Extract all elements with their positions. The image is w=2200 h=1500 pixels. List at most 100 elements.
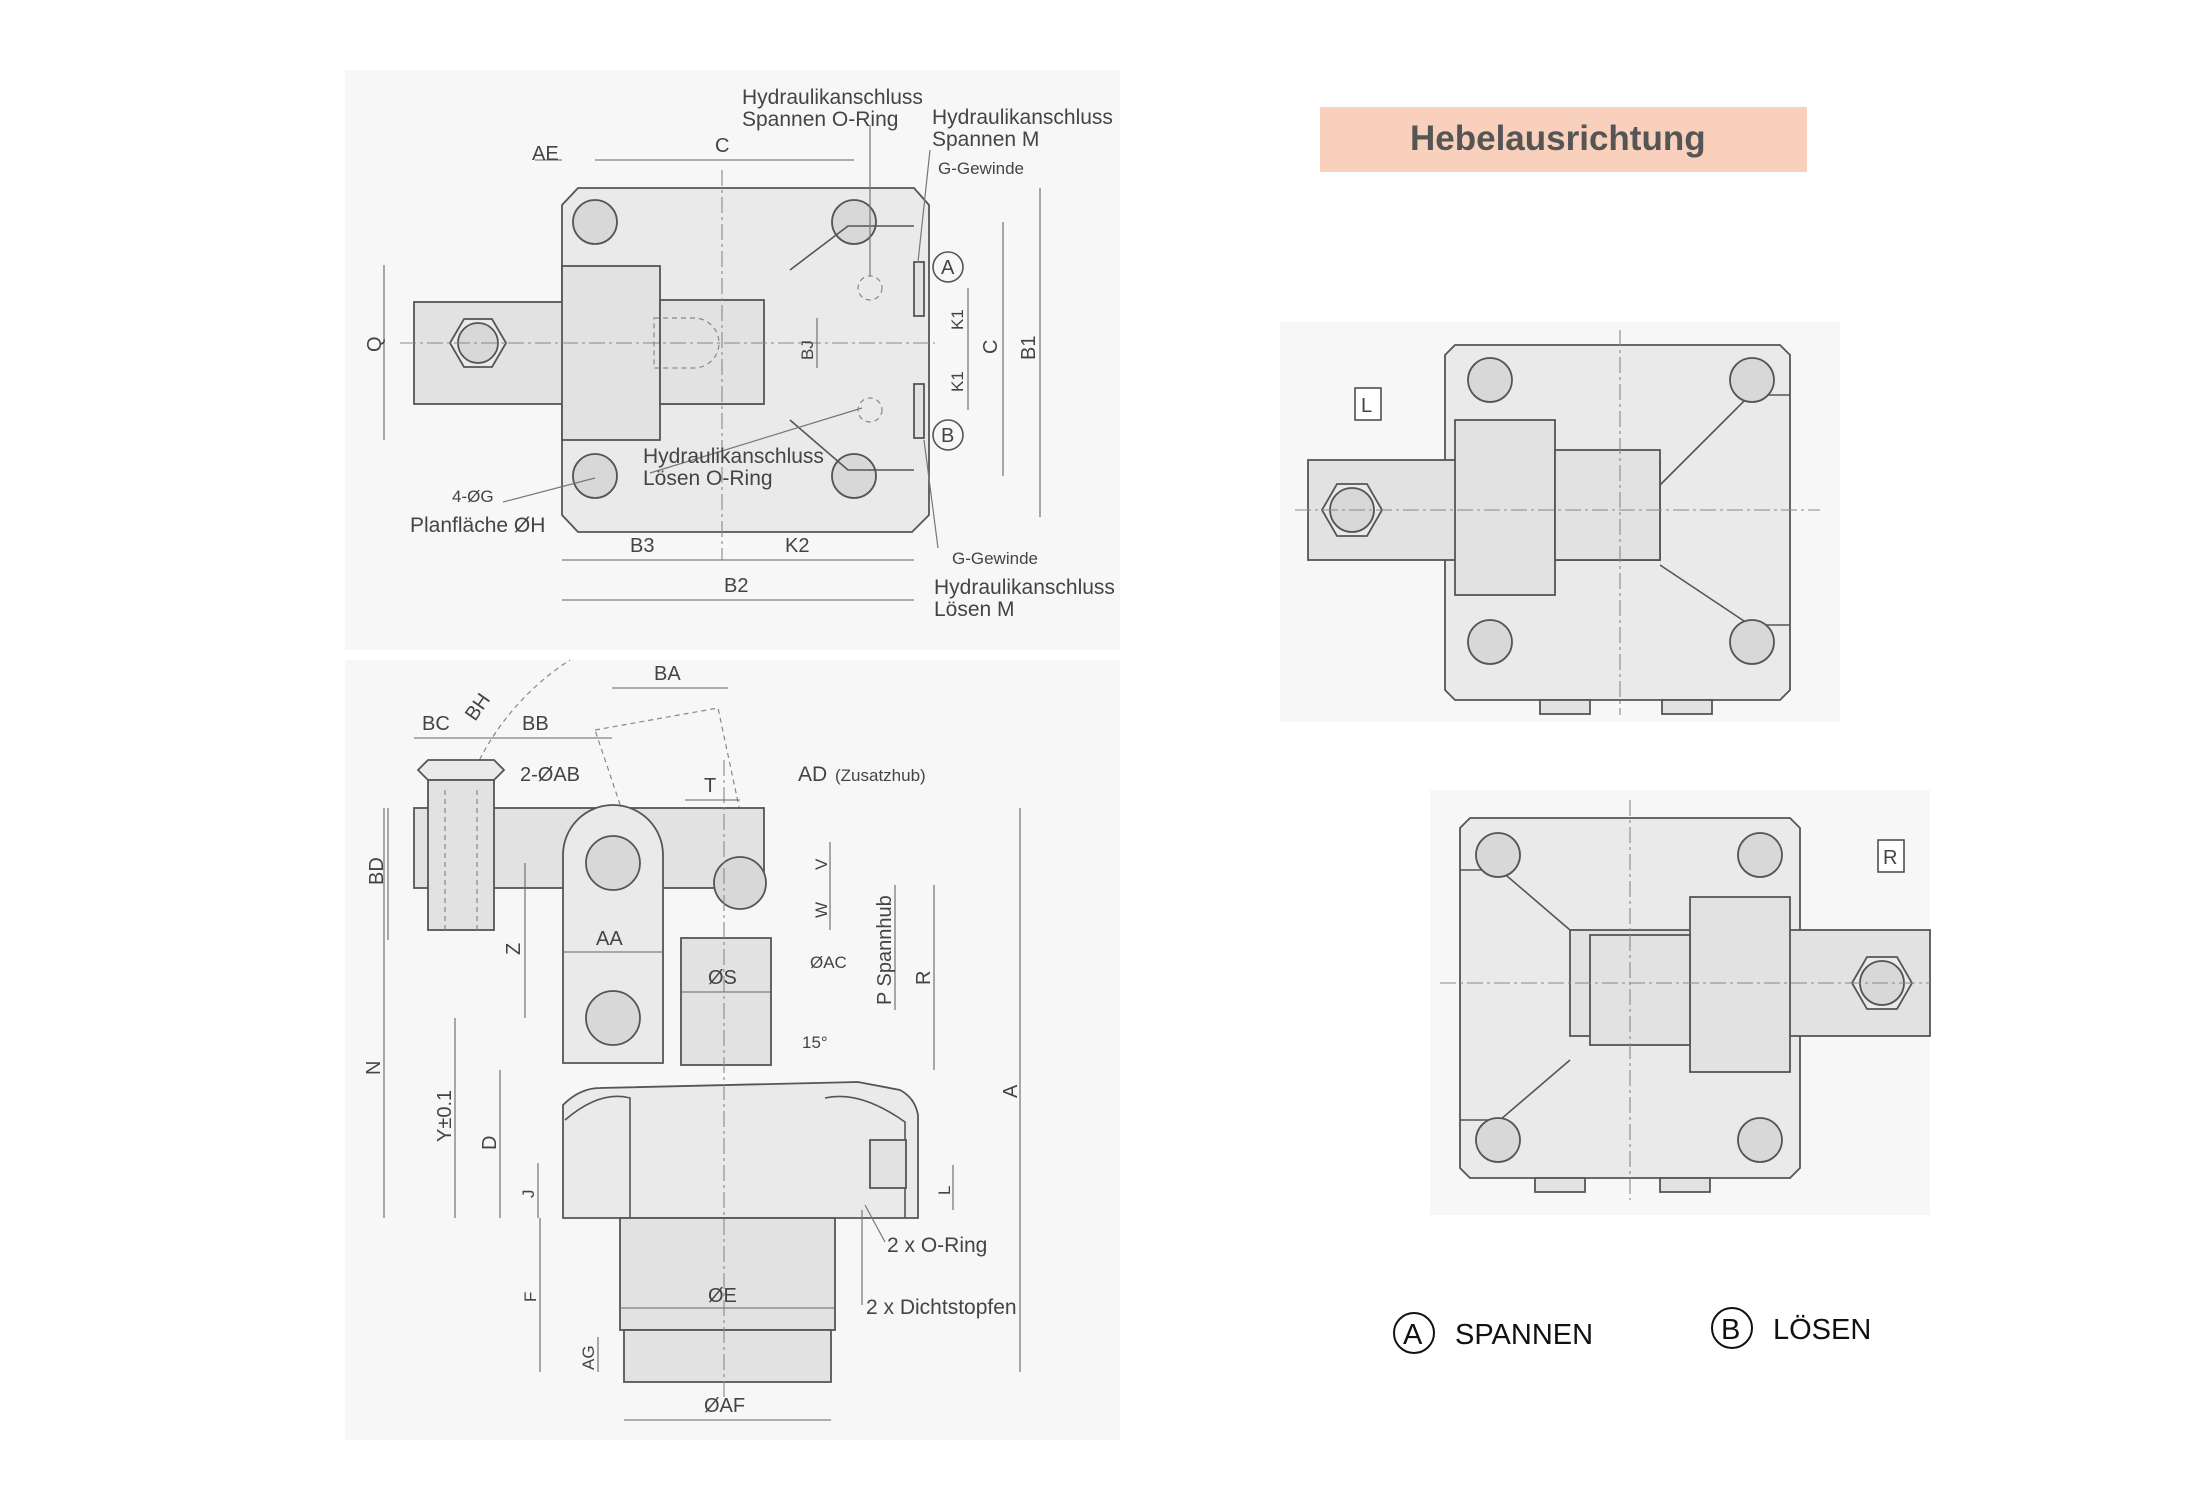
label-hyd-loesen-m-2: Lösen M xyxy=(934,598,1015,621)
top-view-hole-icon xyxy=(572,453,618,499)
body-bore-right xyxy=(824,1095,906,1218)
port-b-fitting xyxy=(913,383,925,439)
orient-r-port xyxy=(1534,1177,1586,1193)
orient-r-hole-icon xyxy=(1737,1117,1783,1163)
dim-w: W xyxy=(812,902,831,918)
dim-k2: K2 xyxy=(785,535,809,557)
label-hyd-spannen-m-2: Spannen M xyxy=(932,128,1039,151)
title-box xyxy=(1320,107,1807,172)
side-cylinder-bottom xyxy=(623,1329,832,1383)
dim-c-vertical: C xyxy=(980,340,1002,354)
top-view: AE C Q BJ K1 K1 C B1 B3 K2 B2 A B Hydrau… xyxy=(364,86,1115,621)
label-g-gewinde-top: G-Gewinde xyxy=(938,159,1024,178)
link-pin-lower-icon xyxy=(585,990,641,1046)
dim-b3: B3 xyxy=(630,535,654,557)
dim-c-horizontal: C xyxy=(715,135,729,157)
side-nut xyxy=(416,759,506,781)
dim-a: A xyxy=(1000,1084,1022,1098)
label-hyd-spannen-oring-2: Spannen O-Ring xyxy=(742,108,898,131)
side-body xyxy=(562,1081,919,1219)
orient-l-hole-icon xyxy=(1729,357,1775,403)
dim-angle: 15° xyxy=(802,1033,828,1052)
label-hyd-spannen-m-1: Hydraulikanschluss xyxy=(932,106,1113,129)
dim-t: T xyxy=(704,775,716,797)
label-hyd-spannen-oring-1: Hydraulikanschluss xyxy=(742,86,923,109)
orient-r-label: R xyxy=(1883,847,1897,869)
port-b-hidden xyxy=(857,397,883,423)
orient-l-pivot xyxy=(1454,419,1556,596)
orient-l-label: L xyxy=(1361,395,1372,417)
dim-d: D xyxy=(479,1136,501,1150)
dim-ba: BA xyxy=(654,663,681,685)
top-view-hole-icon xyxy=(572,199,618,245)
dim-ac: ØAC xyxy=(810,953,847,972)
orient-r-hole-icon xyxy=(1475,832,1521,878)
label-planflaeche: Planfläche ØH xyxy=(410,514,545,537)
orient-l-hole-icon xyxy=(1729,619,1775,665)
port-b-marker xyxy=(932,419,964,451)
dim-k1-upper: K1 xyxy=(948,309,967,330)
orient-r-clevis xyxy=(1589,934,1691,1046)
dim-aa: AA xyxy=(596,928,623,950)
orient-r-port xyxy=(1659,1177,1711,1193)
dim-bc: BC xyxy=(422,713,450,735)
dim-n: N xyxy=(363,1061,385,1075)
side-plug xyxy=(869,1139,907,1189)
legend-a-circle-icon xyxy=(1393,1312,1435,1354)
label-oring: 2 x O-Ring xyxy=(887,1234,987,1257)
legend-b-label: LÖSEN xyxy=(1773,1314,1871,1346)
dim-y: Y±0.1 xyxy=(434,1090,456,1142)
side-bolt xyxy=(427,779,495,931)
label-hyd-loesen-oring-2: Lösen O-Ring xyxy=(643,467,773,490)
port-a-marker xyxy=(932,251,964,283)
dim-ad-note: (Zusatzhub) xyxy=(835,766,926,785)
legend: A SPANNEN B LÖSEN xyxy=(1393,1307,1871,1354)
orient-r-hole-icon xyxy=(1737,832,1783,878)
top-view-slot xyxy=(653,317,720,369)
label-hyd-loesen-oring-1: Hydraulikanschluss xyxy=(643,445,824,468)
orient-l-clevis xyxy=(1554,449,1661,561)
dim-f: F xyxy=(521,1292,540,1302)
dim-q: Q xyxy=(364,336,386,352)
label-holes: 4-ØG xyxy=(452,487,494,506)
swing-arc xyxy=(459,659,571,811)
orient-l-hole-icon xyxy=(1467,619,1513,665)
dim-p: P Spannhub xyxy=(874,895,896,1005)
orientation-r: R xyxy=(1440,800,1931,1200)
label-dichtstopfen: 2 x Dichtstopfen xyxy=(866,1296,1017,1319)
dim-ag: AG xyxy=(579,1345,598,1370)
top-view-pivot-block xyxy=(561,265,661,441)
dim-ae: AE xyxy=(532,143,559,165)
legend-b-symbol: B xyxy=(1721,1314,1740,1346)
orient-l-tag xyxy=(1354,387,1382,421)
dim-k1-lower: K1 xyxy=(948,371,967,392)
port-a-fitting xyxy=(913,261,925,317)
legend-a-label: SPANNEN xyxy=(1455,1319,1593,1351)
legend-a-symbol: A xyxy=(1403,1319,1423,1351)
orient-r-hole-icon xyxy=(1475,1117,1521,1163)
port-a-letter: A xyxy=(941,257,955,279)
dim-j: J xyxy=(519,1190,538,1199)
port-b-letter: B xyxy=(941,425,954,447)
dim-af: ØAF xyxy=(704,1395,745,1417)
label-g-gewinde-bottom: G-Gewinde xyxy=(952,549,1038,568)
dim-s: ØS xyxy=(708,967,737,989)
lever-pin-icon xyxy=(713,856,767,910)
dim-ab: 2-ØAB xyxy=(520,764,580,786)
top-view-clevis xyxy=(659,299,765,405)
top-view-chamfer xyxy=(789,225,914,271)
legend-b-circle-icon xyxy=(1711,1307,1753,1349)
dim-l: L xyxy=(935,1186,954,1195)
orient-l-port xyxy=(1661,699,1713,715)
dim-bd: BD xyxy=(366,857,388,885)
dim-r: R xyxy=(913,971,935,985)
orient-l-port xyxy=(1539,699,1591,715)
orient-l-hole-icon xyxy=(1467,357,1513,403)
dim-bj: BJ xyxy=(798,340,817,360)
dim-ad: AD xyxy=(798,763,827,786)
body-bore-left xyxy=(564,1095,631,1218)
side-cylinder xyxy=(619,1217,836,1331)
side-piston xyxy=(680,937,772,1066)
dim-bb: BB xyxy=(522,713,549,735)
